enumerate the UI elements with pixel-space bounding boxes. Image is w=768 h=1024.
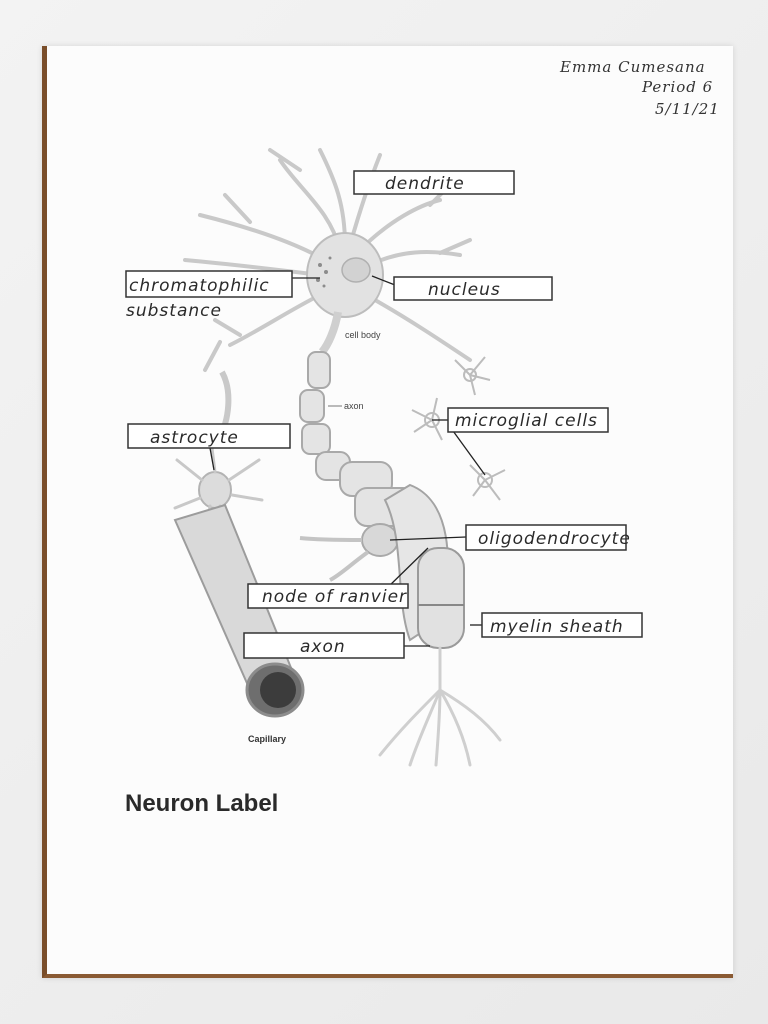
capillary-shape: [173, 503, 305, 718]
axon-terminals: [378, 646, 502, 767]
label-astrocyte: astrocyte: [127, 423, 291, 449]
svg-text:node of ranvier: node of ranvier: [262, 587, 407, 607]
svg-text:oligodendrocyte: oligodendrocyte: [478, 529, 631, 549]
svg-text:myelin sheath: myelin sheath: [490, 617, 624, 637]
label-myelin-sheath: myelin sheath: [481, 612, 643, 638]
label-oligodendrocyte: oligodendrocyte: [465, 524, 631, 551]
label-node-of-ranvier: node of ranvier: [247, 583, 409, 609]
axon-hillock: [318, 311, 342, 355]
printed-axon: axon: [344, 401, 364, 411]
worksheet-date: 5/11/21: [655, 100, 720, 118]
svg-text:substance: substance: [126, 301, 222, 321]
label-nucleus: nucleus: [393, 276, 553, 301]
svg-text:microglial cells: microglial cells: [455, 411, 598, 431]
myelin-sheath-shape: [417, 547, 465, 649]
nucleus-shape: [341, 257, 371, 283]
svg-text:astrocyte: astrocyte: [150, 428, 239, 448]
label-microglial: microglial cells: [447, 407, 609, 433]
microglial-shapes: [411, 356, 506, 501]
printed-cell-body: cell body: [345, 330, 381, 340]
label-dendrite: dendrite: [353, 170, 515, 195]
svg-text:axon: axon: [300, 637, 346, 657]
svg-text:dendrite: dendrite: [385, 174, 465, 194]
label-chromatophilic: chromatophilic substance: [125, 270, 293, 321]
student-period: Period 6: [641, 78, 713, 96]
svg-text:chromatophilic: chromatophilic: [129, 276, 270, 296]
printed-capillary: Capillary: [248, 734, 286, 744]
leader-lines: [209, 180, 486, 647]
svg-text:nucleus: nucleus: [428, 280, 501, 300]
label-axon: axon: [243, 632, 405, 659]
worksheet-title: Neuron Label: [125, 790, 279, 817]
chromatophilic-granules: [316, 256, 332, 288]
student-name: Emma Cumesana: [559, 58, 706, 76]
